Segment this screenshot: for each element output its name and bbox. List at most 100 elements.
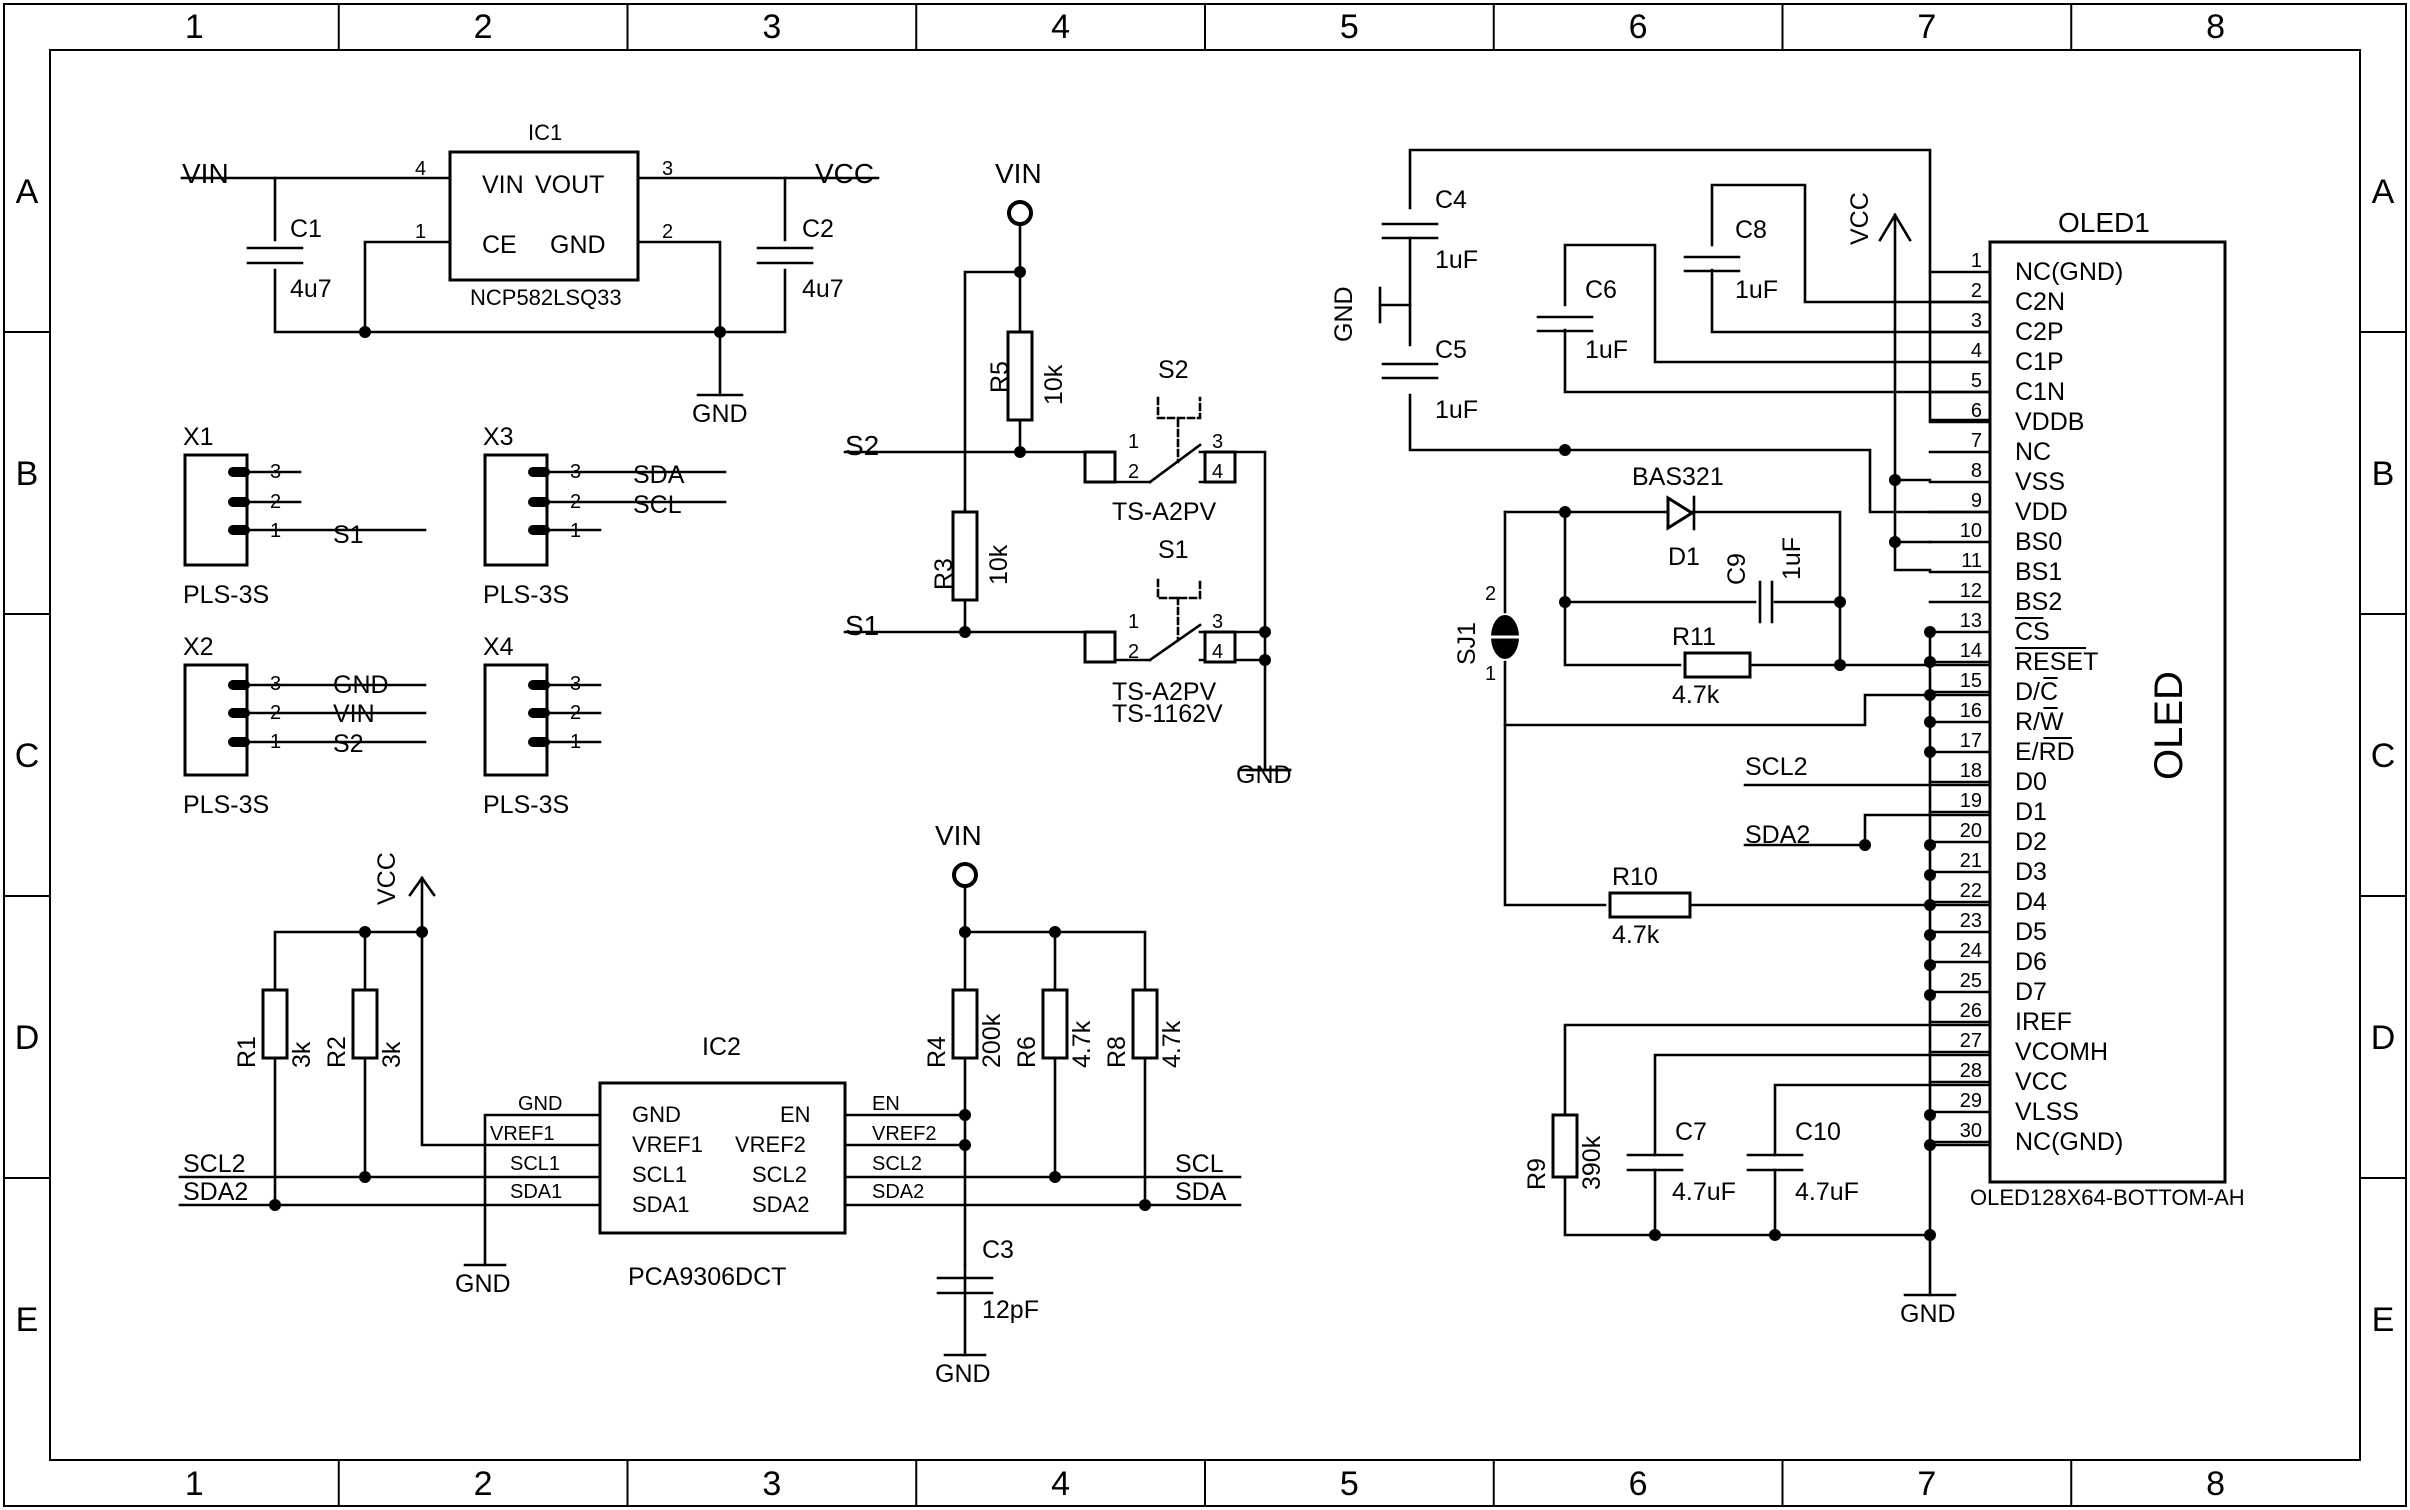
ls-scl2-net: SCL2 — [183, 1150, 246, 1178]
oled-pin-name: E/RD — [2015, 738, 2075, 766]
oled-pin-name: NC(GND) — [2015, 1128, 2123, 1156]
oled-pin-name: VCOMH — [2015, 1038, 2108, 1066]
oled-pin-name: C1N — [2015, 378, 2065, 406]
r2-value: 3k — [378, 1041, 406, 1068]
r1-value: 3k — [288, 1041, 316, 1068]
ic1-body — [448, 150, 640, 282]
frame-row-label: D — [2371, 1019, 2396, 1057]
oled-pin-number: 22 — [1960, 880, 1982, 902]
oled-part: OLED128X64-BOTTOM-AH — [1970, 1185, 2245, 1210]
s2-part: TS-A2PV — [1112, 498, 1217, 526]
s2-pin: 1 — [1128, 431, 1139, 453]
oled-pin-number: 6 — [1971, 400, 1982, 422]
s1-pin: 2 — [1128, 641, 1139, 663]
ic2-left-net: SDA1 — [510, 1181, 562, 1203]
ic1-vcc-net: VCC — [815, 158, 874, 189]
c2-value: 4u7 — [802, 275, 844, 303]
s1-pin: 1 — [1128, 611, 1139, 633]
ic2-right-net: EN — [872, 1093, 900, 1115]
ic2-left-pin: VREF1 — [632, 1132, 703, 1157]
frame-row-label: B — [16, 455, 39, 493]
oled-pin-number: 23 — [1960, 910, 1982, 932]
ls-sda-net: SDA — [1175, 1178, 1227, 1206]
ic2-left-net: GND — [518, 1093, 562, 1115]
c10-ref: C10 — [1795, 1118, 1841, 1146]
oled-pin-number: 8 — [1971, 460, 1982, 482]
frame-row-label: C — [15, 737, 40, 775]
ic2-left-pin: SDA1 — [632, 1192, 689, 1217]
x2-part: PLS-3S — [183, 791, 269, 819]
x1-pin: 3 — [270, 461, 281, 483]
r1-ref: R1 — [233, 1036, 261, 1068]
ls-gnd2-label: GND — [935, 1360, 991, 1388]
s1-ref: S1 — [1158, 536, 1189, 564]
x1-net: S1 — [333, 521, 364, 549]
ic2-right-net: SCL2 — [872, 1153, 922, 1175]
oled-sda2-net: SDA2 — [1745, 821, 1810, 849]
ic1-vin-net: VIN — [182, 158, 229, 189]
frame-column-label: 4 — [1051, 8, 1070, 46]
r5-ref: R5 — [986, 361, 1014, 393]
r11-value: 4.7k — [1672, 681, 1720, 709]
oled-pin-name: D4 — [2015, 888, 2047, 916]
oled-pin-number: 11 — [1961, 550, 1982, 572]
sj1-ref: SJ1 — [1453, 622, 1481, 665]
oled-pin-number: 14 — [1960, 640, 1982, 662]
r9-value: 390k — [1578, 1135, 1606, 1190]
level-shifter-block: VCC VIN R1 3k R2 3k R4 200k R6 4.7k R8 4… — [178, 820, 1242, 1388]
frame-row-label: D — [15, 1019, 40, 1057]
c5-value: 1uF — [1435, 396, 1478, 424]
c7-value: 4.7uF — [1672, 1178, 1736, 1206]
frame-column-label: 6 — [1629, 8, 1648, 46]
oled-pin-name: C2P — [2015, 318, 2064, 346]
oled-pin-name: VSS — [2015, 468, 2065, 496]
x4-part: PLS-3S — [483, 791, 569, 819]
oled-pin-number: 9 — [1971, 490, 1982, 512]
x2-pin: 2 — [270, 702, 281, 724]
x2-net-vin: VIN — [333, 700, 375, 728]
sj1-pin: 1 — [1485, 663, 1496, 685]
x2-net-gnd: GND — [333, 671, 389, 699]
frame-column-label: 3 — [762, 1465, 781, 1503]
oled-pin-number: 24 — [1960, 940, 1982, 962]
r8-ref: R8 — [1103, 1036, 1131, 1068]
x3-net-sda: SDA — [633, 461, 685, 489]
frame-row-label: C — [2371, 737, 2396, 775]
c4-ref: C4 — [1435, 186, 1467, 214]
ic2-right-pin: SDA2 — [752, 1192, 809, 1217]
oled-gnd-label: GND — [1900, 1300, 1956, 1328]
x2-pin: 3 — [270, 673, 281, 695]
oled-pin-name: NC(GND) — [2015, 258, 2123, 286]
x1-ref: X1 — [183, 423, 214, 451]
ic1-pin-vin: VIN — [482, 171, 524, 199]
frame-column-label: 1 — [185, 1465, 204, 1503]
oled-pin-number: 17 — [1960, 730, 1982, 752]
frame-column-label: 7 — [1917, 8, 1936, 46]
ls-scl-net: SCL — [1175, 1150, 1224, 1178]
x3-pin: 1 — [570, 520, 581, 542]
oled-pin-number: 2 — [1971, 280, 1982, 302]
frame-column-label: 3 — [762, 8, 781, 46]
ic2-part: PCA9306DCT — [628, 1263, 786, 1291]
x3-pin: 3 — [570, 461, 581, 483]
x4-pin: 1 — [570, 731, 581, 753]
oled-pin-name: RESET — [2015, 648, 2098, 676]
r6-value: 4.7k — [1068, 1020, 1096, 1068]
frame-column-label: 8 — [2206, 1465, 2225, 1503]
x3-part: PLS-3S — [483, 581, 569, 609]
oled-pin-number: 1 — [1971, 250, 1982, 272]
ic2-body — [598, 1081, 847, 1235]
c9-ref: C9 — [1723, 553, 1751, 585]
c5-ref: C5 — [1435, 336, 1467, 364]
ic2-right-pin: EN — [780, 1102, 811, 1127]
oled-pin-number: 29 — [1960, 1090, 1982, 1112]
oled-pin-name: D6 — [2015, 948, 2047, 976]
oled-pin-number: 13 — [1960, 610, 1982, 632]
s1-part2: TS-1162V — [1112, 700, 1223, 728]
r4-value: 200k — [978, 1013, 1006, 1068]
oled-pin-number: 4 — [1971, 340, 1982, 362]
oled-pin-number: 15 — [1960, 670, 1982, 692]
